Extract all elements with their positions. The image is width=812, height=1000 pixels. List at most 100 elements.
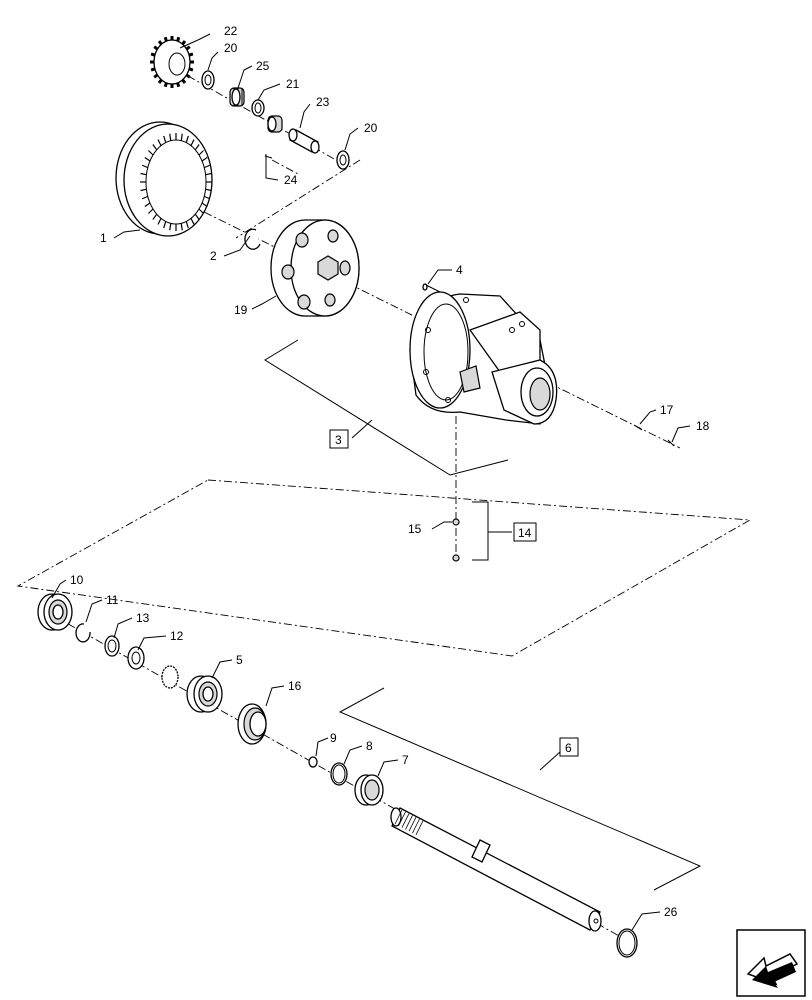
axle-housing [409, 291, 558, 425]
bolt-4 [422, 283, 441, 293]
ring-gear-tooth [194, 144, 200, 151]
ring-gear-tooth [180, 223, 183, 231]
callout-3: 3 [335, 433, 342, 447]
callout-11: 11 [106, 593, 119, 607]
ring-gear-tooth [152, 213, 158, 220]
callout-23: 23 [316, 95, 330, 109]
plug-18 [667, 439, 675, 447]
ring-gear-tooth [205, 188, 212, 192]
ring-gear-tooth [201, 157, 208, 162]
seal-16 [237, 703, 267, 745]
shaft-spline [405, 815, 413, 830]
callout-20-lower: 20 [364, 121, 378, 135]
ring-gear-tooth [180, 133, 183, 141]
ring-gear-tooth [169, 223, 172, 231]
seal-10 [37, 593, 73, 631]
callout-21: 21 [286, 77, 300, 91]
ring-gear-tooth [157, 139, 162, 146]
spacer-ring [161, 665, 179, 689]
callout-18: 18 [696, 419, 710, 433]
callout-box-14 [513, 522, 537, 542]
callout-16: 16 [288, 679, 302, 693]
gear-22 [150, 36, 194, 88]
callout-19: 19 [234, 303, 248, 317]
ring-gear-1 [115, 121, 213, 237]
ring-gear-tooth [198, 208, 204, 214]
planet-carrier-19 [270, 219, 360, 317]
callout-2: 2 [210, 249, 217, 263]
snap-ring-26 [616, 928, 638, 958]
plug-17 [633, 424, 643, 431]
bracket-14 [472, 501, 512, 561]
ring-gear-tooth [141, 164, 149, 169]
shaft-spline [415, 820, 424, 835]
pin-23 [288, 128, 320, 154]
ring-gear-tooth [194, 213, 200, 220]
callout-24: 24 [284, 173, 298, 187]
shaft-spline [412, 818, 420, 834]
ring-gear-tooth [190, 139, 195, 146]
ring-gear-tooth [141, 195, 149, 200]
ring-gear-tooth [148, 150, 154, 156]
shaft-spline [401, 813, 410, 828]
callout-22: 22 [224, 24, 238, 38]
washer-12 [127, 646, 145, 670]
callout-26: 26 [664, 905, 678, 919]
callout-10: 10 [70, 573, 84, 587]
o-ring-8 [330, 762, 348, 786]
ring-gear-tooth [152, 144, 158, 151]
shim-13 [104, 635, 120, 657]
leader-lines [51, 33, 691, 931]
axle-shaft [390, 807, 602, 932]
shaft-spline [394, 809, 403, 825]
ring-gear-tooth [169, 133, 172, 141]
snap-ring-21 [251, 99, 265, 117]
shaft-spline [408, 817, 417, 832]
ring-gear-tooth [201, 202, 208, 207]
callout-8: 8 [366, 739, 373, 753]
callout-box-3 [329, 429, 349, 449]
ring-gear-tooth [144, 202, 151, 207]
needle-bearing-25 [229, 87, 245, 107]
callout-labels: 22 20 25 21 23 20 24 1 2 19 4 17 18 15 1… [70, 24, 710, 919]
washer-9 [308, 756, 318, 768]
callout-25: 25 [256, 59, 270, 73]
washer-20-lower [336, 150, 350, 170]
ring-gear-tooth [203, 164, 211, 169]
callout-14: 14 [518, 526, 532, 540]
bearing-7 [354, 774, 384, 806]
bushing [267, 115, 283, 133]
ring-gear-tooth [157, 218, 162, 225]
callout-17: 17 [660, 403, 674, 417]
callout-5: 5 [236, 653, 243, 667]
ring-gear-tooth [205, 172, 212, 176]
callout-box-6 [559, 737, 579, 757]
bearing-5 [186, 675, 223, 713]
bracket-3 [264, 339, 509, 476]
ring-gear-tooth [190, 218, 195, 225]
ring-gear-tooth [185, 221, 189, 229]
ring-gear-tooth [140, 172, 147, 176]
callout-15: 15 [408, 522, 422, 536]
callout-4: 4 [456, 263, 463, 277]
washer-20-upper [201, 70, 215, 90]
callout-13: 13 [136, 611, 150, 625]
snap-ring-11 [75, 623, 91, 643]
callout-9: 9 [330, 731, 337, 745]
callout-12: 12 [170, 629, 184, 643]
previous-page-arrow-icon[interactable] [736, 929, 806, 997]
ring-gear-tooth [144, 157, 151, 162]
ring-gear-tooth [203, 195, 211, 200]
shaft-spline [398, 811, 406, 826]
callout-20-upper: 20 [224, 41, 238, 55]
bracket-6 [338, 687, 702, 891]
ring-gear-tooth [148, 208, 154, 214]
ring-gear-tooth [163, 221, 167, 229]
callout-6: 6 [565, 741, 572, 755]
callout-1: 1 [100, 231, 107, 245]
ring-gear-tooth [163, 135, 167, 143]
ring-gear-tooth [140, 188, 147, 192]
ring-gear-tooth [198, 150, 204, 156]
ring-gear-tooth [185, 135, 189, 143]
